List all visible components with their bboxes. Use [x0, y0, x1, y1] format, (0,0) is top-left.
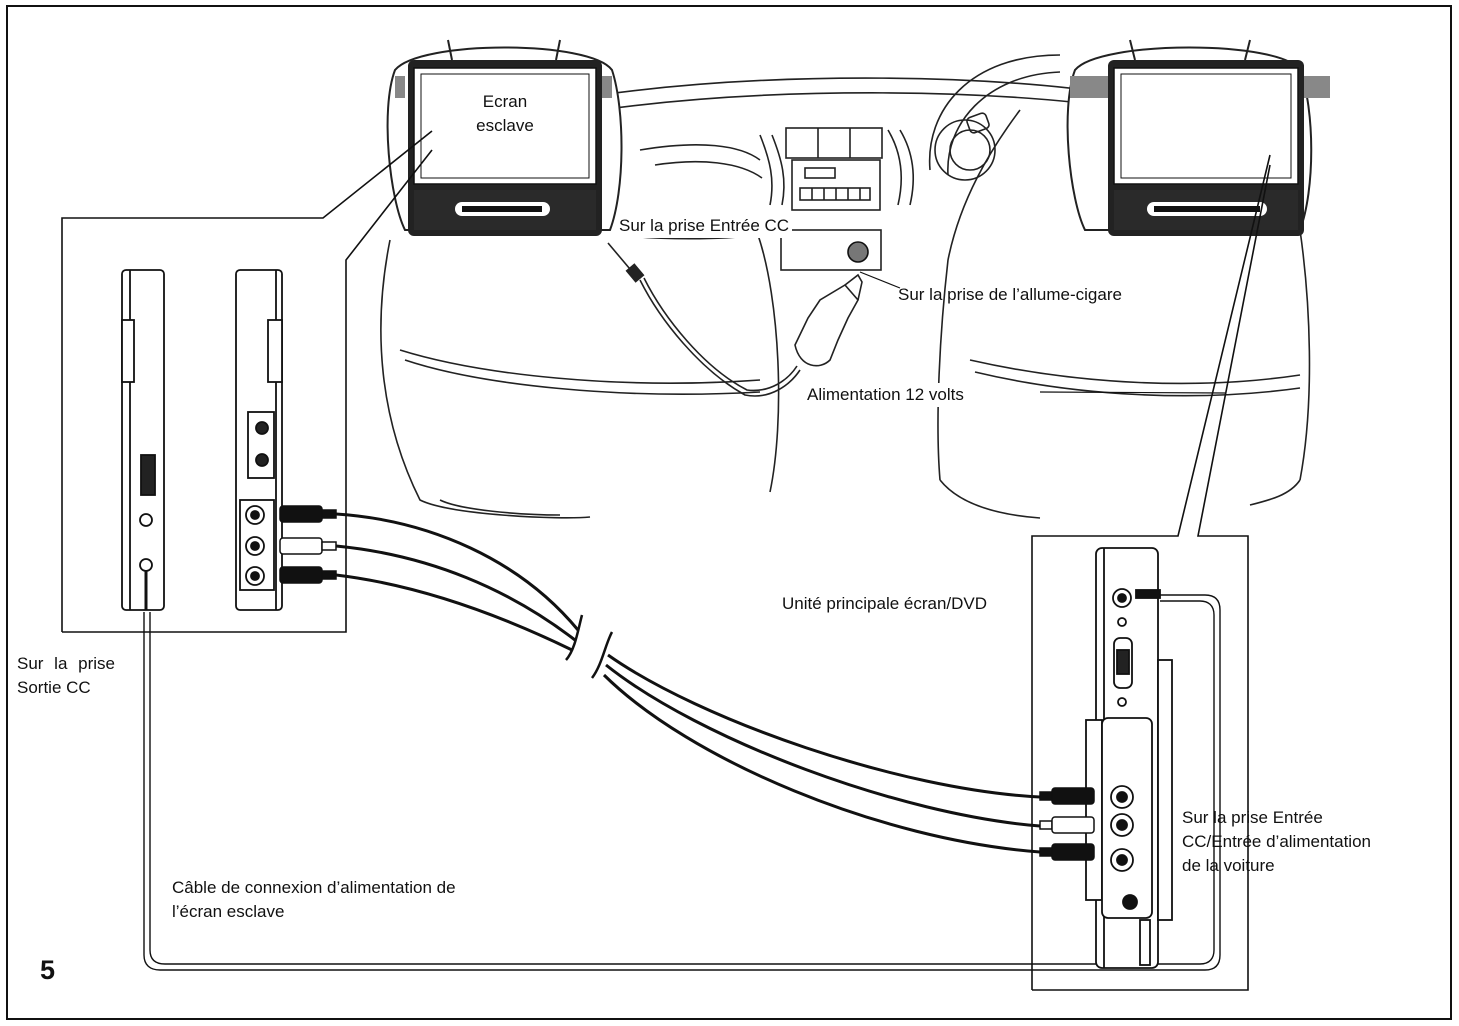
slave-unit-side-b [235, 269, 283, 611]
label-power-12v: Alimentation 12 volts [804, 383, 967, 407]
inset-callout-left [61, 130, 433, 632]
label-slave-screen-line1: Ecran [482, 92, 528, 111]
label-dc-out-line1: Sur la prise [17, 654, 115, 673]
label-car-input-line3: de la voiture [1182, 856, 1275, 875]
page-number: 5 [40, 955, 56, 985]
main-unit-side [1085, 547, 1173, 969]
inset-callout-right [1031, 154, 1271, 990]
label-dc-out: Sur la prise Sortie CC [17, 652, 115, 700]
slave-unit-side-a [121, 269, 165, 611]
label-car-input-line1: Sur la prise Entrée [1182, 808, 1323, 827]
page-frame [6, 5, 1452, 1020]
slave-power-cable [143, 594, 1221, 971]
label-power-cable-line2: l’écran esclave [172, 902, 285, 921]
label-slave-screen-line2: esclave [476, 116, 534, 135]
label-main-unit: Unité principale écran/DVD [782, 594, 988, 613]
cigarette-adapter-cable [607, 242, 863, 397]
rca-plugs-right [1039, 787, 1095, 861]
slave-monitor [386, 39, 623, 236]
label-power-cable-line1: Câble de connexion d’alimentation de [172, 878, 456, 897]
label-car-input-line2: CC/Entrée d’alimentation [1182, 832, 1371, 851]
label-car-input: Sur la prise Entrée CC/Entrée d’alimenta… [1182, 806, 1371, 878]
label-slave-screen: Ecran esclave [460, 90, 550, 138]
car-interior [380, 54, 1311, 519]
label-cigarette-socket: Sur la prise de l’allume-cigare [898, 285, 1122, 304]
rca-plugs-left [279, 505, 337, 584]
right-monitor [1066, 39, 1330, 236]
leader-lines [620, 228, 1226, 394]
label-power-cable: Câble de connexion d’alimentation de l’é… [172, 876, 456, 924]
label-dc-out-line2: Sortie CC [17, 678, 91, 697]
av-cables [335, 512, 1041, 854]
cable-break [565, 614, 614, 679]
label-dc-in: Sur la prise Entrée CC [616, 214, 793, 238]
